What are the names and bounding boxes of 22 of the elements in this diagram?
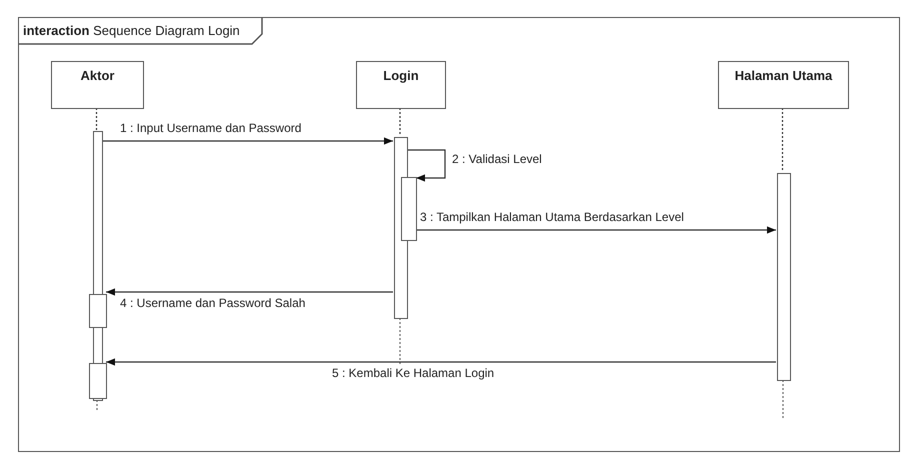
message-label: 2 : Validasi Level — [450, 152, 544, 166]
message-arrow — [106, 358, 776, 366]
activation-bar — [89, 363, 107, 399]
activation-bar — [89, 294, 107, 328]
lifeline — [782, 108, 784, 172]
frame-title: interaction Sequence Diagram Login — [22, 22, 241, 40]
message-label: 1 : Input Username dan Password — [118, 121, 304, 135]
lifeline — [399, 108, 401, 136]
lifeline — [96, 108, 98, 130]
message-arrow — [102, 137, 393, 145]
message-arrow — [416, 226, 776, 234]
lifeline-header-box: Aktor — [51, 61, 144, 109]
lifeline-header-box: Halaman Utama — [718, 61, 849, 109]
activation-bar — [401, 177, 417, 241]
message-label: 3 : Tampilkan Halaman Utama Berdasarkan Level — [418, 210, 686, 224]
self-message-arrow — [407, 149, 446, 182]
message-label: 5 : Kembali Ke Halaman Login — [330, 366, 496, 380]
message-arrow — [106, 288, 393, 296]
activation-bar — [777, 173, 791, 381]
lifeline-header-box: Login — [356, 61, 446, 109]
message-label: 4 : Username dan Password Salah — [118, 296, 308, 310]
frame — [18, 17, 900, 452]
